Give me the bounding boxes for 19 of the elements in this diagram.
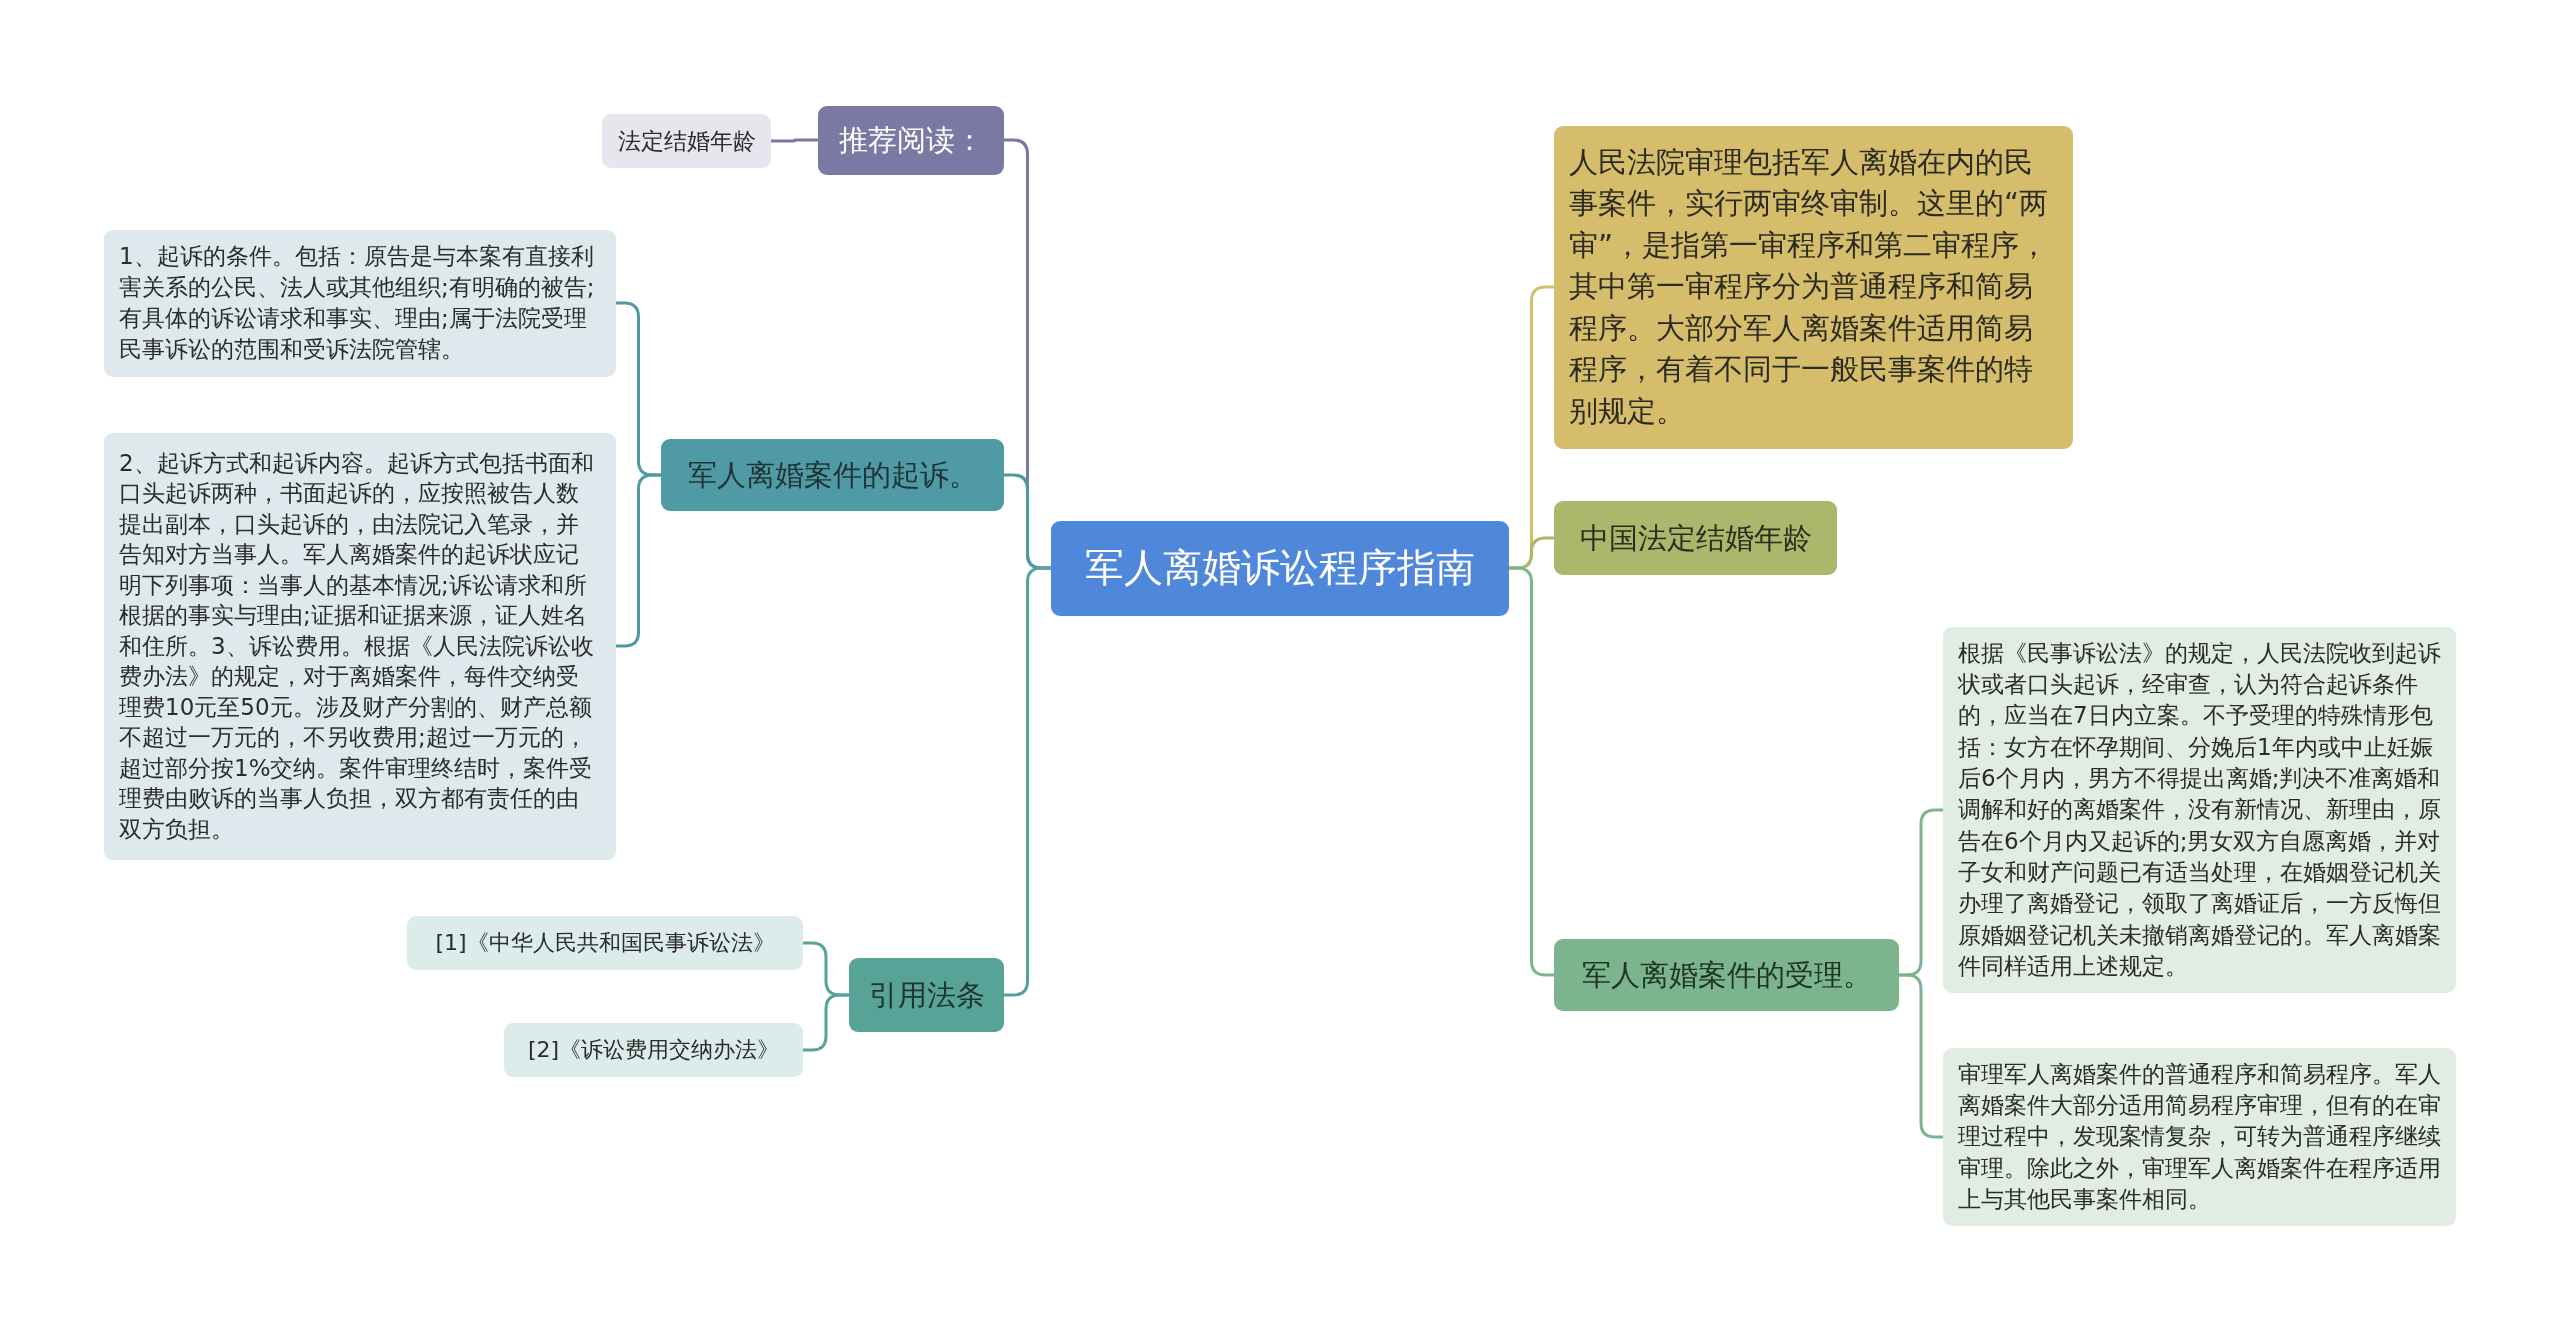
connector-line (1004, 566, 1051, 997)
note-box: 审理军人离婚案件的普通程序和简易程序。军人离婚案件大部分适用简易程序审理，但有的在审理过程中，发现案情复杂，可转为普通程序继续审理。除此之外，审理军人离婚案件在程序适用上与其他民事案件相同。 (1943, 1048, 2456, 1226)
subtopic-box: [2]《诉讼费用交纳办法》 (504, 1023, 803, 1077)
branch-topic-box: 人民法院审理包括军人离婚在内的民事案件，实行两审终审制。这里的“两审”，是指第一审程序和第二审程序，其中第一审程序分为普通程序和简易程序。大部分军人离婚案件适用简易程序，有着不同于一般民事案件的特别规定。 (1554, 125, 2073, 449)
connector-line (616, 473, 661, 648)
connector-line (771, 138, 818, 143)
subtopic-box: 法定结婚年龄 (602, 114, 771, 168)
branch-topic-box: 中国法定结婚年龄 (1554, 501, 1837, 575)
branch-topic-box: 引用法条 (849, 958, 1004, 1032)
note-box: 根据《民事诉讼法》的规定，人民法院收到起诉状或者口头起诉，经审查，认为符合起诉条件的，应当在7日内立案。不予受理的特殊情形包括：女方在怀孕期间、分娩后1年内或中止妊娠后6个月内，男方不得提出离婚;判决不准离婚和调解和好的离婚案件，没有新情况、新理由，原告在6个月内又起诉的;男女双方自愿离婚，并对子女和财产问题已有适当处理，在婚姻登记机关办理了离婚登记，领取了离婚证后，一方反悔但原婚姻登记机关未撤销离婚登记的。军人离婚案件同样适用上述规定。 (1943, 627, 2456, 993)
branch-topic-box: 军人离婚案件的起诉。 (661, 439, 1004, 511)
connector-line (1509, 566, 1554, 977)
note-box: 2、起诉方式和起诉内容。起诉方式包括书面和口头起诉两种，书面起诉的，应按照被告人数提出副本，口头起诉的，由法院记入笔录，并告知对方当事人。军人离婚案件的起诉状应记明下列事项：当事人的基本情况;诉讼请求和所根据的事实与理由;证据和证据来源，证人姓名和住所。3、诉讼费用。根据《人民法院诉讼收费办法》的规定，对于离婚案件，每件交纳受理费10元至50元。涉及财产分割的、财产总额不超过一万元的，不另收费用;超过一万元的，超过部分按1%交纳。案件审理终结时，案件受理费由败诉的当事人负担，双方都有责任的由双方负担。 (104, 432, 616, 860)
branch-topic-box: 推荐阅读： (818, 105, 1004, 175)
central-topic-box: 军人离婚诉讼程序指南 (1051, 520, 1509, 616)
subtopic-box: [1]《中华人民共和国民事诉讼法》 (407, 916, 803, 970)
note-box: 1、起诉的条件。包括：原告是与本案有直接利害关系的公民、法人或其他组织;有明确的被告;有具体的诉讼请求和事实、理由;属于法院受理民事诉讼的范围和受诉法院管辖。 (104, 229, 616, 377)
branch-topic-box: 军人离婚案件的受理。 (1554, 939, 1899, 1011)
connector-line (1899, 973, 1943, 1139)
